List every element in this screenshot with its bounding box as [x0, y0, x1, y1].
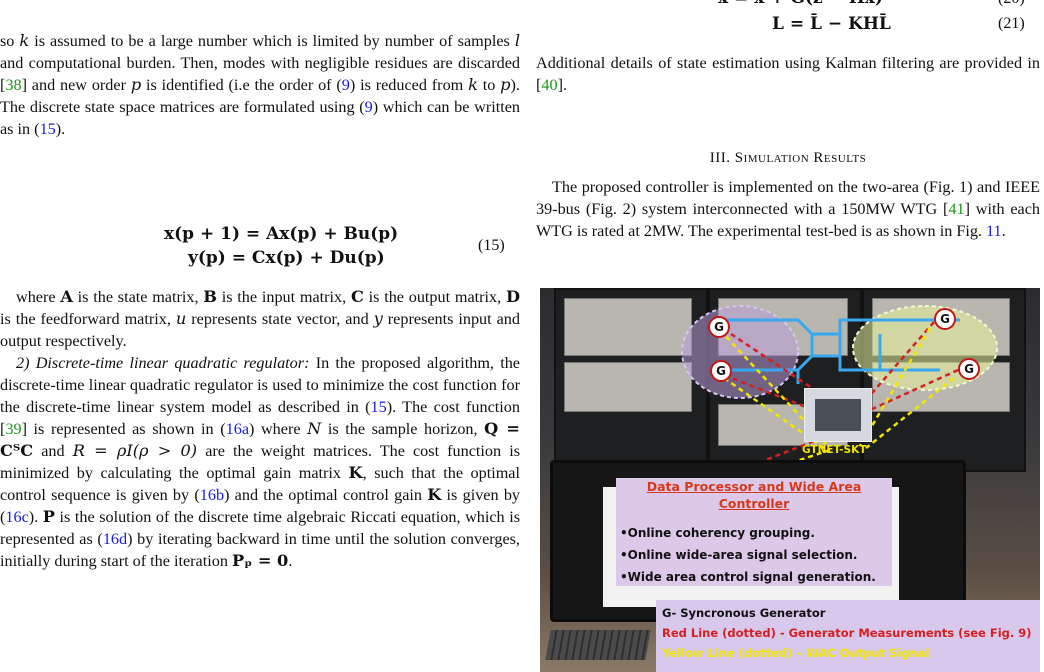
subsection-heading: 2) Discrete-time linear quadratic regula… — [16, 354, 310, 372]
citation-link[interactable]: 41 — [948, 200, 965, 218]
section-heading: III. Simulation Results — [709, 150, 867, 166]
citation-link[interactable]: 40 — [541, 76, 558, 94]
equation-number: (21) — [998, 15, 1025, 32]
data-processor-title: Data Processor and Wide Area Controller — [646, 479, 862, 511]
gtnet-label: GTNET-SKT — [802, 444, 867, 456]
equation-21: L = L̄ − KHL̄ — [772, 14, 891, 34]
legend-generator: G- Syncronous Generator — [662, 606, 826, 620]
equation-15-line2: y(p) = Cx(p) + Du(p) — [188, 248, 385, 268]
generator-node-icon: G — [710, 360, 732, 382]
equation-number: (20) — [998, 0, 1025, 8]
keyboard-image — [545, 630, 651, 660]
equation-ref-link[interactable]: 16a — [225, 420, 249, 438]
generator-node-icon: G — [934, 308, 956, 330]
equation-number: (15) — [478, 237, 505, 254]
equation-ref-link[interactable]: 16c — [5, 508, 29, 526]
equation-ref-link[interactable]: 16b — [199, 486, 225, 504]
legend-red-line: Red Line (dotted) - Generator Measuremen… — [662, 626, 1032, 640]
gtnet-device-image — [804, 388, 872, 442]
generator-node-icon: G — [958, 358, 980, 380]
legend-yellow-line: Yellow Line (dotted) – WAC Output Signal — [662, 646, 930, 660]
equation-20-partial: x̂ = x̄ + G(z − Hx̄) — [718, 0, 883, 8]
dp-item: •Online coherency grouping. — [620, 526, 815, 540]
equation-ref-link[interactable]: 15 — [370, 398, 387, 416]
paragraph-matrix-definitions: where A is the state matrix, B is the in… — [0, 287, 520, 350]
paragraph-order-reduction: so k is assumed to be a large number whi… — [0, 31, 520, 138]
generator-node-icon: G — [708, 316, 730, 338]
device-faceplate — [815, 399, 861, 431]
test-bed-photo: G G G G GTNET-SKT Data Processor and Wid… — [540, 288, 1040, 672]
equation-ref-link[interactable]: 15 — [39, 120, 56, 138]
data-processor-panel: Data Processor and Wide Area Controller … — [616, 478, 892, 586]
paragraph-simulation-setup: The proposed controller is implemented o… — [536, 178, 1040, 240]
rack-panel — [564, 362, 692, 412]
equation-ref-link[interactable]: 9 — [364, 98, 373, 116]
dp-item: •Online wide-area signal selection. — [620, 548, 858, 562]
tie-lines — [718, 318, 960, 384]
paragraph-lqr: 2) Discrete-time linear quadratic regula… — [0, 354, 521, 570]
citation-link[interactable]: 38 — [5, 76, 22, 94]
equation-15-line1: x(p + 1) = Ax(p) + Bu(p) — [164, 224, 399, 244]
figure-ref-link[interactable]: 11 — [986, 222, 1002, 240]
paragraph-kalman-details: Additional details of state estimation u… — [536, 54, 1040, 94]
data-processor-list: •Online coherency grouping. •Online wide… — [620, 522, 892, 588]
citation-link[interactable]: 39 — [5, 420, 22, 438]
dp-item: •Wide area control signal generation. — [620, 570, 876, 584]
equation-ref-link[interactable]: 16d — [102, 530, 128, 548]
equation-ref-link[interactable]: 9 — [341, 76, 350, 94]
figure-legend: G- Syncronous Generator Red Line (dotted… — [656, 600, 1040, 672]
